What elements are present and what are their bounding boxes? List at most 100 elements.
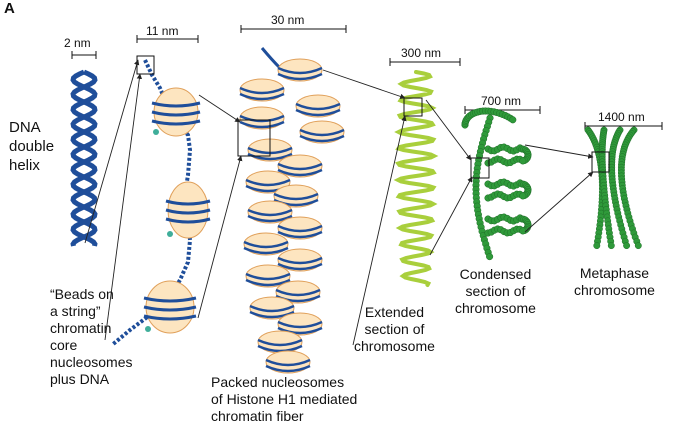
fiber-entry-dna — [260, 47, 282, 70]
chromatid-coil — [634, 242, 642, 250]
fiber-wrap — [277, 162, 323, 171]
fiber-wrap — [277, 168, 323, 177]
scale-label-metaphase: 1400 nm — [598, 110, 645, 124]
fiber-wrap — [239, 114, 285, 123]
fiber-nucleosome — [295, 94, 341, 118]
wrapped-dna — [165, 199, 211, 206]
scale-bar-2nm — [71, 51, 97, 59]
wrapped-dna — [151, 119, 201, 126]
fiber-wrap — [295, 102, 341, 111]
scale-label-condensed: 700 nm — [481, 94, 522, 108]
fiber-wrap — [243, 246, 289, 255]
zoom-arrows — [84, 59, 594, 346]
wrapped-dna — [143, 305, 197, 312]
fiber-wrap — [277, 72, 323, 81]
label-metaphase-chromosome: Metaphase chromosome — [574, 265, 655, 298]
chromatid-coil — [607, 242, 615, 250]
fiber-wrap — [277, 262, 323, 271]
fiber-nucleosome — [245, 170, 291, 194]
chromatin-fiber — [239, 47, 345, 374]
fiber-nucleosome — [247, 200, 293, 224]
nucleosome-bead — [167, 181, 209, 239]
zoom-box-fiber — [237, 119, 271, 157]
helix-strand — [70, 69, 98, 247]
scale-bar-300nm — [389, 58, 461, 66]
fiber-wrap — [277, 224, 323, 233]
beads-on-string — [110, 59, 211, 347]
fiber-wrap — [299, 134, 345, 143]
condensed-coil — [486, 253, 494, 261]
chromatid-coil — [593, 242, 601, 250]
fiber-wrap — [257, 344, 303, 353]
label-dna-double-helix: DNA double helix — [9, 119, 55, 174]
fiber-wrap — [245, 272, 291, 281]
fiber-wrap — [277, 66, 323, 75]
fiber-wrap — [277, 326, 323, 335]
condensed-coil — [519, 227, 527, 235]
fiber-nucleosome — [299, 120, 345, 144]
scale-bar-11nm — [136, 35, 199, 43]
wrapped-dna — [151, 110, 201, 117]
label-chromatin-fiber: Packed nucleosomes of Histone H1 mediate… — [211, 374, 358, 424]
fiber-nucleosome — [249, 296, 295, 320]
fiber-nucleosome — [243, 232, 289, 256]
nucleosome-bead — [145, 280, 195, 334]
fiber-wrap — [247, 152, 293, 161]
fiber-wrap — [239, 86, 285, 95]
fiber-wrap — [295, 108, 341, 117]
scale-label-extended: 300 nm — [401, 46, 442, 60]
fiber-wrap — [265, 358, 311, 367]
fiber-nucleosome — [277, 216, 323, 240]
histone-h1 — [153, 129, 159, 135]
fiber-nucleosome — [275, 280, 321, 304]
fiber-wrap — [277, 320, 323, 329]
histone-h1 — [167, 231, 173, 237]
panel-letter: A — [4, 0, 15, 17]
fiber-wrap — [273, 192, 319, 201]
zoom-box-condensed — [470, 157, 490, 179]
label-beads-on-string: “Beads on a string” chromatin core nucle… — [50, 286, 133, 387]
wrapped-dna — [151, 101, 201, 108]
fiber-wrap — [247, 208, 293, 217]
fiber-wrap — [247, 214, 293, 223]
fiber-wrap — [265, 364, 311, 373]
label-condensed-section: Condensed section of chromosome — [455, 266, 536, 316]
fiber-wrap — [243, 240, 289, 249]
chromatid-coil — [623, 242, 631, 250]
condensed-coil — [509, 116, 517, 124]
fiber-wrap — [299, 128, 345, 137]
scale-label-fiber: 30 nm — [271, 13, 305, 27]
fiber-nucleosome — [265, 350, 311, 374]
fiber-wrap — [249, 304, 295, 313]
fiber-wrap — [239, 120, 285, 129]
scale-bar-30nm — [240, 25, 347, 33]
condensed-chromosome-section — [461, 107, 532, 261]
fiber-wrap — [245, 278, 291, 287]
zoom-box-extended — [403, 97, 423, 117]
fiber-nucleosome — [277, 154, 323, 178]
fiber-nucleosome — [277, 312, 323, 336]
wrapped-dna — [143, 314, 197, 321]
zoom-boxes — [136, 55, 610, 179]
scale-label-dna: 2 nm — [64, 36, 91, 50]
fiber-nucleosome — [277, 58, 323, 82]
zoom-box-metaphase — [591, 151, 610, 173]
scale-label-beads: 11 nm — [146, 24, 179, 38]
wrapped-dna — [165, 208, 211, 215]
dna-double-helix — [70, 69, 98, 247]
condensed-coil — [519, 192, 527, 200]
fiber-wrap — [277, 256, 323, 265]
wrapped-dna — [143, 296, 197, 303]
fiber-nucleosome — [277, 248, 323, 272]
fiber-wrap — [257, 338, 303, 347]
nucleosome-bead — [153, 87, 199, 137]
fiber-wrap — [277, 230, 323, 239]
histone-h1 — [145, 326, 151, 332]
fiber-wrap — [249, 310, 295, 319]
scale-bars — [71, 25, 663, 130]
fiber-wrap — [245, 178, 291, 187]
fiber-nucleosome — [239, 78, 285, 102]
fiber-wrap — [239, 92, 285, 101]
